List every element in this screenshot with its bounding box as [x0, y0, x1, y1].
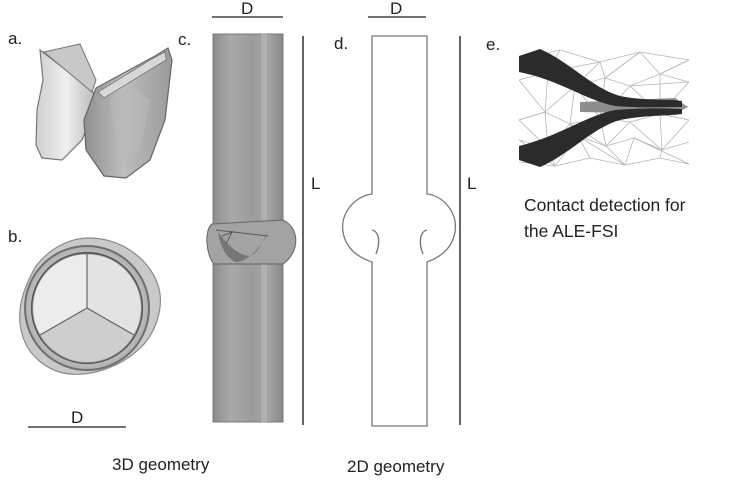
panel-label-a: a.	[8, 29, 23, 48]
caption-contact-line2: the ALE-FSI	[524, 221, 619, 241]
leaflet-shading	[110, 88, 150, 165]
leaflet-2d-left	[371, 229, 380, 255]
panel-label-e: e.	[486, 35, 501, 54]
contact-detection-mesh	[519, 49, 689, 167]
geometry-2d-outline	[342, 16, 461, 427]
caption-3d-geometry: 3D geometry	[112, 455, 210, 474]
valve-cusp-1	[86, 253, 142, 336]
dimension-d-label-2d: D	[390, 0, 403, 18]
domain-outline-2d	[342, 35, 456, 427]
contact-leaflet-lower	[519, 108, 682, 167]
leaflet-edge	[97, 51, 167, 99]
valve-leaflets-3d	[35, 43, 173, 179]
tube-leaflet-inside	[218, 232, 268, 262]
contact-leaflet-upper	[519, 49, 682, 108]
panel-label-c: c.	[178, 30, 192, 49]
caption-contact-detection: Contact detection for the ALE-FSI	[524, 192, 734, 244]
panel-label-b: b.	[8, 227, 23, 246]
dimension-d-label-3d-tube: D	[241, 0, 254, 18]
caption-2d-geometry: 2D geometry	[347, 457, 445, 476]
dimension-l-label-3d: L	[311, 174, 321, 193]
dimension-l-label-2d: L	[467, 174, 477, 193]
leaflet-back-left	[42, 43, 97, 93]
dimension-d-label-valve: D	[71, 408, 84, 427]
tube-3d-model	[206, 16, 304, 425]
panel-label-d: d.	[334, 34, 349, 53]
tube-sinus-bulge	[206, 219, 297, 265]
caption-contact-line1: Contact detection for	[524, 195, 686, 215]
valve-top-view	[19, 237, 161, 428]
valve-cusp-3	[32, 253, 88, 336]
leaflet-2d-right	[419, 229, 428, 255]
